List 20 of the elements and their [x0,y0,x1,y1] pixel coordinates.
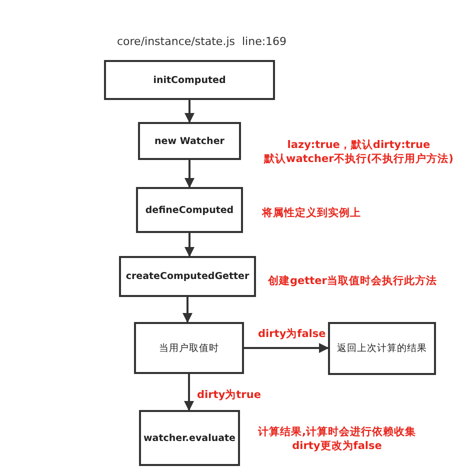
arrow [184,160,194,188]
process-box: defineComputed [136,187,243,233]
file-path-title: core/instance/state.js line:169 [117,35,287,48]
annotation-note: 创建getter当取值时会执行此方法 [268,274,437,288]
edge-label: dirty为false [257,327,327,341]
annotation-note: 计算结果,计算时会进行依赖收集 dirty更改为false [258,425,416,453]
process-box: 返回上次计算的结果 [328,322,436,375]
arrow [184,100,194,123]
arrow [244,343,329,353]
edge-label: dirty为true [196,388,262,402]
annotation-note: 将属性定义到实例上 [262,206,361,220]
arrow [184,374,194,411]
annotation-note: lazy:true，默认dirty:true 默认watcher不执行(不执行用户方法) [264,138,454,166]
process-box: new Watcher [138,122,241,160]
process-box: initComputed [104,60,275,100]
process-box: createComputedGetter [119,256,256,297]
process-box: watcher.evaluate [139,410,240,466]
process-box: 当用户取值时 [134,322,244,374]
arrow [184,233,194,257]
arrow [182,297,192,323]
